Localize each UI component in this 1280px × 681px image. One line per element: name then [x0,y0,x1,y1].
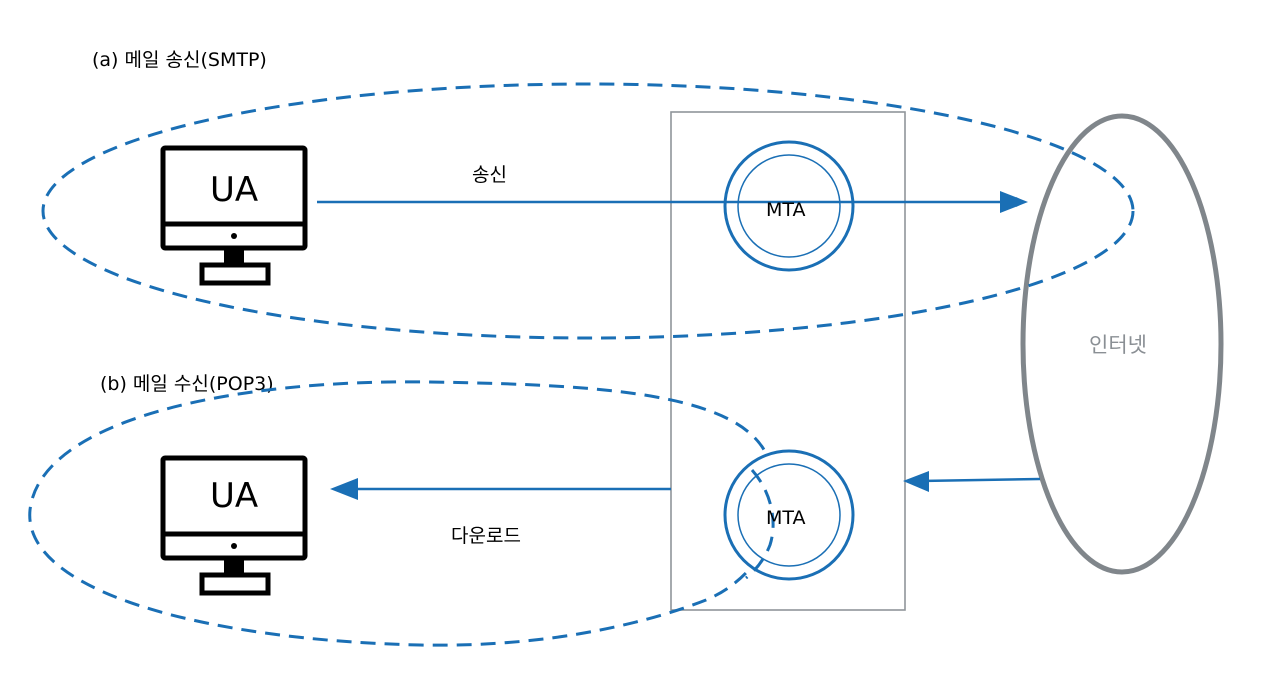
send-section-title: (a) 메일 송신(SMTP) [92,49,267,71]
internet-to-mta-arrowhead-icon [903,471,929,492]
send-arrowhead-icon [1000,191,1028,213]
send-mta-node [723,140,855,272]
receive-section-title: (b) 메일 수신(POP3) [100,373,274,395]
download-arrowhead-icon [330,478,358,500]
receive-scope-curve [28,380,778,647]
send-ua-monitor-icon [160,145,308,286]
internet-ellipse [1020,113,1224,575]
send-ua-label: UA [210,170,258,210]
receive-ua-monitor-icon [160,455,308,596]
receive-ua-label: UA [210,476,258,516]
receive-scope-curve-overlay [745,468,775,580]
download-arrow-label: 다운로드 [451,525,521,547]
server-box [670,111,906,611]
send-scope-ellipse [41,82,1135,340]
send-mta-label: MTA [766,199,806,221]
receive-mta-label: MTA [766,507,806,529]
receive-mta-node [723,449,855,581]
internet-to-mta-arrow [919,477,1041,483]
internet-label: 인터넷 [1089,333,1147,357]
send-arrow-label: 송신 [472,164,507,186]
